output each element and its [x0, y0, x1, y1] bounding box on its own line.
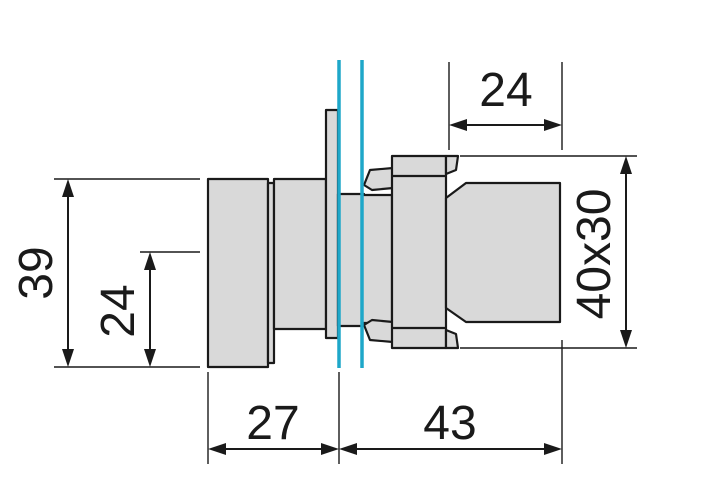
push-button-assembly [206, 108, 562, 369]
dim-label-body-width: 24 [479, 64, 532, 117]
clip-tab-bottom [362, 318, 395, 344]
clip-tab-top [362, 166, 395, 192]
thread-section [336, 192, 366, 328]
dimension-lines [62, 119, 632, 455]
dim-label-front-depth: 27 [246, 397, 299, 450]
frame-ear-bottom [444, 328, 460, 350]
extension-lines [54, 62, 637, 464]
mounting-flange [324, 108, 340, 340]
contact-block [444, 181, 562, 324]
button-collar [272, 177, 328, 331]
mounting-frame [390, 154, 448, 350]
dim-label-height-outer: 39 [10, 246, 63, 299]
dimension-labels: 39 24 27 43 24 40x30 [10, 64, 621, 450]
dim-label-height-inner: 24 [92, 284, 145, 337]
frame-ear-top [444, 154, 460, 176]
rear-body-core [360, 193, 394, 325]
button-head [206, 177, 270, 369]
dim-label-rear-depth: 43 [423, 397, 476, 450]
dim-label-body-section: 40x30 [568, 189, 621, 320]
mounting-panel [337, 60, 364, 368]
